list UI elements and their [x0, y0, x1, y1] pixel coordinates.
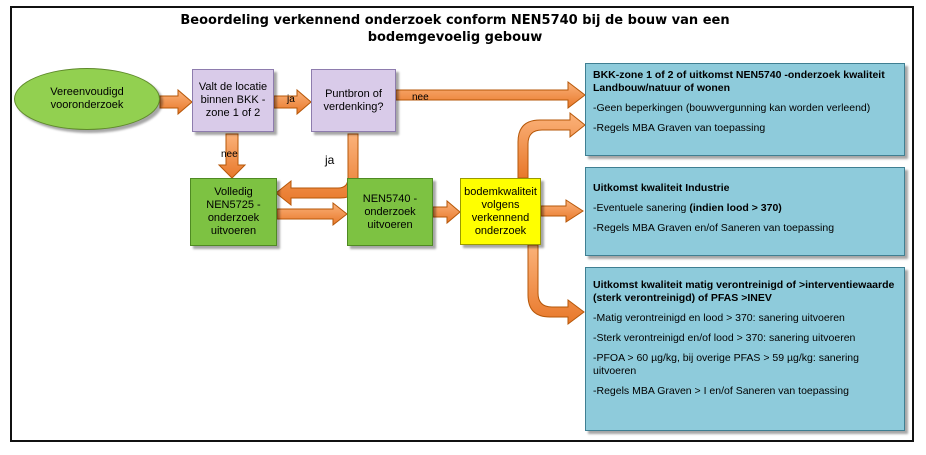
arrow-nen5740-to-bodemkwaliteit	[432, 199, 461, 225]
node-bodemkwaliteit: bodemkwaliteit volgens verkennend onderz…	[460, 178, 541, 245]
panel-landbouw: BKK-zone 1 of 2 of uitkomst NEN5740 -ond…	[585, 63, 905, 156]
edge-label-nee-puntbron: nee	[412, 92, 429, 103]
node-vooronderzoek-label: Vereenvoudigd vooronderzoek	[50, 86, 124, 111]
arrow-bkk-to-puntbron	[273, 88, 312, 116]
node-nen5725-label: Volledig NEN5725 - onderzoek uitvoeren	[206, 186, 261, 237]
arrow-nen5725-to-nen5740	[276, 201, 348, 227]
panel-landbouw-heading: BKK-zone 1 of 2 of uitkomst NEN5740 -ond…	[593, 69, 885, 94]
node-bkk-question-label: Valt de locatie binnen BKK - zone 1 of 2	[198, 81, 268, 119]
panel-landbouw-item-1: -Geen beperkingen (bouwvergunning kan wo…	[593, 102, 871, 114]
edge-label-nee-bkk: nee	[221, 149, 238, 160]
panel-verontreinigd: Uitkomst kwaliteit matig verontreinigd o…	[585, 267, 905, 431]
node-nen5725: Volledig NEN5725 - onderzoek uitvoeren	[190, 178, 277, 246]
edge-label-ja-bkk: ja	[287, 94, 295, 105]
panel-verontreinigd-item-3: -PFOA > 60 µg/kg, bij overige PFAS > 59 …	[593, 352, 859, 377]
arrow-start-to-bkk	[159, 88, 193, 116]
node-puntbron-label: Puntbron of verdenking?	[323, 87, 384, 113]
panel-industrie-item-1-text: -Eventuele sanering	[593, 202, 687, 214]
panel-industrie: Uitkomst kwaliteit Industrie -Eventuele …	[585, 167, 905, 256]
node-nen5740: NEN5740 - onderzoek uitvoeren	[347, 178, 433, 246]
node-bodemkwaliteit-label: bodemkwaliteit volgens verkennend onderz…	[464, 185, 537, 237]
panel-industrie-item-1: -Eventuele sanering (indien lood > 370)	[593, 202, 897, 215]
panel-verontreinigd-item-4: -Regels MBA Graven > I en/of Saneren van…	[593, 385, 849, 397]
panel-landbouw-item-2: -Regels MBA Graven van toepassing	[593, 122, 766, 134]
node-puntbron: Puntbron of verdenking?	[311, 69, 396, 132]
node-vooronderzoek: Vereenvoudigd vooronderzoek	[14, 68, 160, 130]
arrow-bkk-to-nen5725	[217, 133, 247, 179]
arrow-bodemkwaliteit-to-landbouw	[517, 111, 586, 179]
title-line-2: bodemgevoelig gebouw	[367, 30, 543, 45]
panel-industrie-item-2: -Regels MBA Graven en/of Saneren van toe…	[593, 222, 835, 234]
panel-industrie-item-1-condition: (indien lood > 370)	[689, 202, 782, 214]
panel-industrie-heading: Uitkomst kwaliteit Industrie	[593, 182, 730, 194]
panel-verontreinigd-item-2: -Sterk verontreinigd en/of lood > 370: s…	[593, 332, 856, 344]
panel-verontreinigd-heading: Uitkomst kwaliteit matig verontreinigd o…	[593, 279, 895, 304]
panel-verontreinigd-item-1: -Matig verontreinigd en lood > 370: sane…	[593, 312, 845, 324]
arrow-bodemkwaliteit-to-verontreinigd	[527, 244, 585, 325]
edge-label-ja-puntbron: ja	[325, 153, 335, 167]
arrow-puntbron-to-nen5725	[275, 133, 359, 207]
title-line-1: Beoordeling verkennend onderzoek conform…	[180, 13, 730, 28]
arrow-puntbron-to-landbouw	[395, 80, 586, 110]
diagram-title: Beoordeling verkennend onderzoek conform…	[150, 12, 760, 46]
node-nen5740-label: NEN5740 - onderzoek uitvoeren	[362, 192, 418, 231]
node-bkk-question: Valt de locatie binnen BKK - zone 1 of 2	[192, 69, 274, 132]
arrow-bodemkwaliteit-to-industrie	[540, 199, 584, 223]
